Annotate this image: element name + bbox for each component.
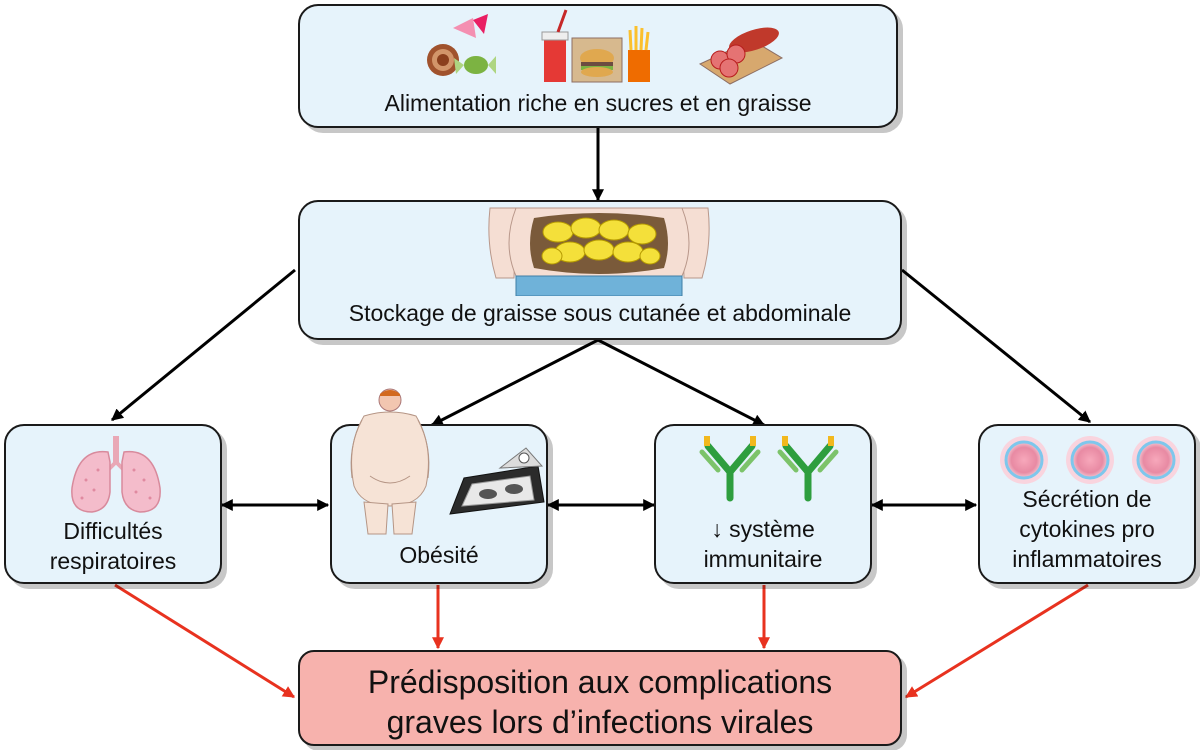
- obesity-label: Obésité: [399, 542, 479, 568]
- respiratory-label: Difficultés respiratoires: [49, 518, 177, 574]
- decrease-arrow-icon: ↓: [711, 516, 723, 542]
- cytokines-box: Sécrétion de cytokines pro inflammatoire…: [978, 424, 1196, 584]
- obesity-box: Obésité: [330, 388, 548, 584]
- belly-fat-icon: [488, 207, 710, 296]
- scale-icon: [449, 447, 545, 515]
- arrow-storage-to-cytokines: [901, 268, 1091, 424]
- arrow-cytokines-to-outcome: [904, 583, 1089, 699]
- outcome-label: Prédisposition aux complications graves …: [367, 664, 833, 740]
- salami-icon: [698, 27, 784, 85]
- arrow-respiratory-to-outcome: [114, 583, 296, 699]
- lungs-icon: [71, 436, 161, 513]
- antibody-icon: [699, 436, 761, 502]
- antibody-icon: [777, 436, 839, 502]
- cytokine-cell-icon: [1000, 436, 1180, 484]
- storage-label: Stockage de graisse sous cutanée et abdo…: [348, 300, 852, 326]
- candy-icon: [427, 14, 496, 76]
- storage-box: Stockage de graisse sous cutanée et abdo…: [298, 200, 902, 340]
- immune-label: ↓ système immunitaire: [656, 514, 870, 574]
- obese-person-icon: [350, 388, 430, 535]
- respiratory-box: Difficultés respiratoires: [4, 424, 222, 584]
- arrow-storage-to-obesity: [430, 338, 599, 427]
- immune-box: ↓ système immunitaire: [654, 424, 872, 584]
- immune-label-text: système immunitaire: [703, 516, 823, 572]
- diet-label: Alimentation riche en sucres et en grais…: [384, 90, 812, 116]
- cytokines-label: Sécrétion de cytokines pro inflammatoire…: [1012, 486, 1162, 572]
- arrow-storage-to-immune: [597, 338, 766, 427]
- fast-food-icon: [541, 9, 650, 83]
- diet-box: Alimentation riche en sucres et en grais…: [298, 4, 898, 128]
- arrow-storage-to-respiratory: [111, 268, 296, 422]
- outcome-box: Prédisposition aux complications graves …: [298, 650, 902, 746]
